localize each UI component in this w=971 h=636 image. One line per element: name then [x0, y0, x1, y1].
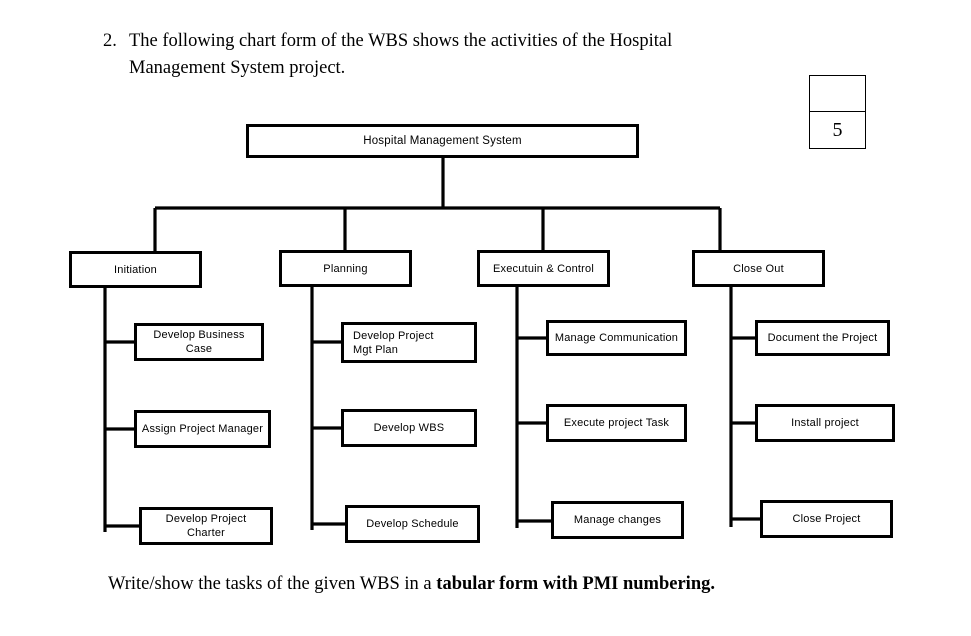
- wbs-task-manage-changes-label: Manage changes: [573, 514, 662, 526]
- marks-box-value: 5: [832, 118, 843, 141]
- wbs-task-install-project-label: Install project: [791, 417, 859, 429]
- wbs-task-develop-project-charter[interactable]: Develop Project Charter: [139, 507, 273, 545]
- wbs-node-phase-planning-label: Planning: [323, 262, 368, 275]
- wbs-node-phase-closeout-label: Close Out: [733, 262, 784, 275]
- wbs-node-phase-closeout[interactable]: Close Out: [692, 250, 825, 287]
- wbs-task-develop-project-mgt-plan[interactable]: Develop Project Mgt Plan: [341, 322, 477, 363]
- wbs-task-develop-schedule-label: Develop Schedule: [366, 518, 459, 530]
- wbs-task-install-project[interactable]: Install project: [755, 404, 895, 442]
- footer-instruction-plain: Write/show the tasks of the given WBS in…: [108, 574, 437, 594]
- wbs-node-phase-execution[interactable]: Executuin & Control: [477, 250, 610, 287]
- wbs-task-document-the-project[interactable]: Document the Project: [755, 320, 890, 356]
- wbs-task-assign-project-manager-label: Assign Project Manager: [141, 423, 264, 435]
- wbs-task-develop-wbs[interactable]: Develop WBS: [341, 409, 477, 447]
- wbs-node-phase-initiation[interactable]: Initiation: [69, 251, 202, 288]
- wbs-task-close-project[interactable]: Close Project: [760, 500, 893, 538]
- footer-instruction: Write/show the tasks of the given WBS in…: [108, 572, 908, 596]
- wbs-task-develop-business-case-label: Develop Business Case: [153, 329, 245, 355]
- wbs-task-manage-changes[interactable]: Manage changes: [551, 501, 684, 539]
- wbs-task-develop-project-charter-label: Develop Project Charter: [165, 513, 247, 539]
- wbs-node-root[interactable]: Hospital Management System: [246, 124, 639, 158]
- wbs-task-manage-communication-label: Manage Communication: [554, 332, 679, 344]
- question-number: 2.: [103, 31, 117, 51]
- question-text-line2: Management System project.: [129, 58, 346, 78]
- question-text: The following chart form of the WBS show…: [129, 28, 890, 82]
- wbs-task-assign-project-manager[interactable]: Assign Project Manager: [134, 410, 271, 448]
- wbs-task-close-project-label: Close Project: [792, 513, 861, 525]
- wbs-task-execute-project-task[interactable]: Execute project Task: [546, 404, 687, 442]
- question-text-line1: The following chart form of the WBS show…: [129, 31, 673, 51]
- wbs-node-phase-initiation-label: Initiation: [114, 263, 157, 276]
- wbs-task-develop-wbs-label: Develop WBS: [373, 422, 445, 434]
- wbs-task-develop-business-case[interactable]: Develop Business Case: [134, 323, 264, 361]
- wbs-task-manage-communication[interactable]: Manage Communication: [546, 320, 687, 356]
- marks-box-top-cell: [810, 76, 865, 112]
- wbs-node-phase-planning[interactable]: Planning: [279, 250, 412, 287]
- question-statement: 2. The following chart form of the WBS s…: [103, 28, 890, 82]
- wbs-task-execute-project-task-label: Execute project Task: [563, 417, 670, 429]
- wbs-node-phase-execution-label: Executuin & Control: [492, 262, 595, 275]
- wbs-task-document-the-project-label: Document the Project: [767, 332, 878, 344]
- wbs-task-develop-project-mgt-plan-label: Develop Project Mgt Plan: [353, 329, 434, 356]
- wbs-task-develop-schedule[interactable]: Develop Schedule: [345, 505, 480, 543]
- wbs-node-root-label: Hospital Management System: [363, 135, 522, 147]
- marks-box: 5: [809, 75, 866, 149]
- footer-instruction-bold: tabular form with PMI numbering.: [436, 574, 715, 594]
